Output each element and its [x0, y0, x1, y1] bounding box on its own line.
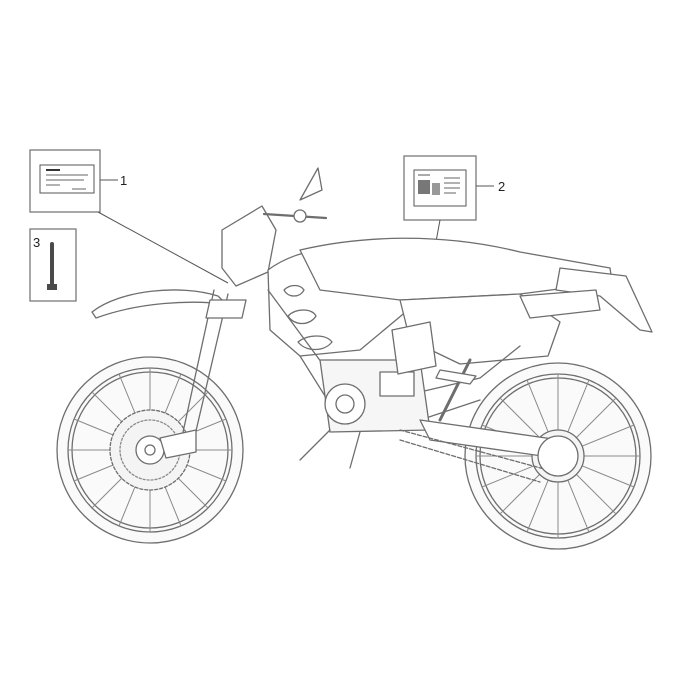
label-plate-icon	[29, 149, 101, 213]
info-decal-icon	[403, 155, 477, 221]
front-wheel	[56, 356, 244, 544]
screw-icon	[29, 228, 77, 302]
leader-line-1	[97, 211, 229, 284]
callout-number-3: 3	[33, 235, 41, 250]
engine	[299, 359, 431, 469]
callout-number-2: 2	[498, 179, 506, 194]
shroud-vents	[283, 284, 333, 351]
motorcycle-drawing	[56, 167, 653, 550]
callout-number-1: 1	[120, 173, 128, 188]
